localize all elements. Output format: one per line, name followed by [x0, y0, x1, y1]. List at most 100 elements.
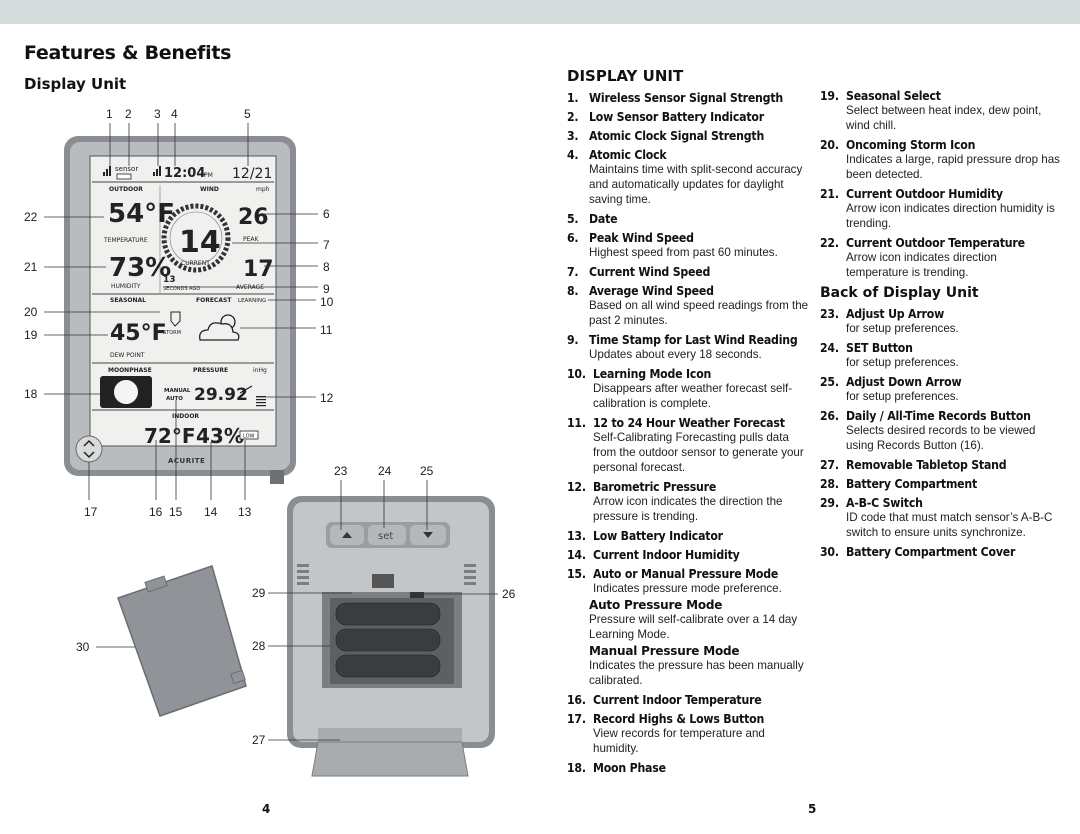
- up-down-arrows-icon: [83, 439, 95, 459]
- feature-number: 17.: [567, 712, 586, 726]
- feature-number: 4.: [567, 148, 579, 162]
- feature-number: 28.: [820, 477, 839, 491]
- callout-11: 11: [320, 323, 333, 337]
- lcd-humidity: HUMIDITY: [111, 283, 141, 290]
- feature-title: Time Stamp for Last Wind Reading: [589, 333, 798, 347]
- feature-description: Disappears after weather forecast self-c…: [593, 382, 793, 410]
- feature-description: for setup preferences.: [846, 322, 959, 335]
- feature-number: 15.: [567, 567, 586, 581]
- feature-item: 27.Removable Tabletop Stand: [820, 458, 1060, 472]
- feature-subtitle: Auto Pressure Mode: [589, 598, 723, 612]
- callout-19: 19: [24, 328, 38, 342]
- callout-27: 27: [252, 733, 266, 747]
- callout-5: 5: [244, 107, 251, 121]
- feature-number: 25.: [820, 375, 839, 389]
- callout-21: 21: [24, 260, 38, 274]
- feature-number: 8.: [567, 284, 579, 298]
- lcd-manual: MANUAL: [164, 388, 191, 394]
- feature-description: Highest speed from past 60 minutes.: [589, 246, 778, 259]
- feature-description: Select between heat index, dew point, wi…: [846, 104, 1042, 132]
- feature-description: Selects desired records to be viewed usi…: [846, 424, 1036, 452]
- lcd-auto: AUTO: [166, 396, 183, 402]
- set-button: [368, 525, 406, 545]
- feature-number: 10.: [567, 367, 586, 381]
- feature-title: Current Outdoor Temperature: [846, 236, 1025, 250]
- up-arrow-icon: [342, 532, 352, 538]
- lcd-average: AVERAGE: [236, 284, 264, 291]
- feature-number: 19.: [820, 89, 839, 103]
- callout-6: 6: [323, 207, 330, 221]
- feature-number: 5.: [567, 212, 579, 226]
- lcd-peak: PEAK: [243, 236, 260, 243]
- feature-item: 18.Moon Phase: [567, 761, 812, 775]
- display-unit-illustration: sensor 12:04 PM 12/21 OUTDOOR WIND mph 5…: [24, 107, 516, 777]
- callout-17: 17: [84, 505, 98, 519]
- feature-subtitle: Manual Pressure Mode: [589, 644, 740, 658]
- callout-14: 14: [204, 505, 218, 519]
- lcd-wind-average: 17: [243, 257, 274, 282]
- feature-description: for setup preferences.: [846, 390, 959, 403]
- moon-icon: [114, 380, 138, 404]
- lcd-low: LOW: [243, 434, 255, 440]
- lcd-moonphase: MOONPHASE: [108, 367, 152, 374]
- feature-item: 7.Current Wind Speed: [567, 265, 812, 279]
- feature-number: 13.: [567, 529, 586, 543]
- lcd-sensor: sensor: [115, 165, 138, 173]
- feature-title: A-B-C Switch: [846, 496, 923, 510]
- tabletop-stand: [311, 741, 469, 777]
- brand-logo: ACURITE: [168, 457, 205, 465]
- battery-compartment-cover: [117, 565, 247, 717]
- lcd-indoor: INDOOR: [172, 413, 199, 420]
- feature-title: Learning Mode Icon: [593, 367, 712, 381]
- sensor-battery-icon: [116, 173, 132, 180]
- feature-title: 12 to 24 Hour Weather Forecast: [593, 416, 785, 430]
- feature-item: 5.Date: [567, 212, 812, 226]
- feature-title: Battery Compartment Cover: [846, 545, 1016, 559]
- lcd-pressure: PRESSURE: [193, 367, 228, 374]
- feature-item: 28.Battery Compartment: [820, 477, 1060, 491]
- callout-3: 3: [154, 107, 161, 121]
- feature-number: 7.: [567, 265, 579, 279]
- callout-10: 10: [320, 295, 334, 309]
- callout-15: 15: [169, 505, 183, 519]
- feature-item: 1.Wireless Sensor Signal Strength: [567, 91, 812, 105]
- feature-number: 29.: [820, 496, 839, 510]
- feature-column-1: DISPLAY UNIT 1.Wireless Sensor Signal St…: [567, 67, 812, 780]
- feature-number: 11.: [567, 416, 586, 430]
- feature-number: 2.: [567, 110, 579, 124]
- callout-22: 22: [24, 210, 38, 224]
- feature-number: 1.: [567, 91, 579, 105]
- set-label: set: [378, 531, 393, 542]
- lcd-forecast: FORECAST: [196, 297, 232, 304]
- page-title: Features & Benefits: [24, 42, 232, 64]
- callout-4: 4: [171, 107, 178, 121]
- lcd-mph: mph: [256, 186, 270, 193]
- lcd-time: 12:04: [164, 166, 205, 181]
- low-battery-icon: [239, 430, 259, 440]
- feature-number: 3.: [567, 129, 579, 143]
- lcd-outdoor: OUTDOOR: [109, 186, 143, 193]
- feature-item: 2.Low Sensor Battery Indicator: [567, 110, 812, 124]
- feature-description: ID code that must match sensor’s A-B-C s…: [846, 511, 1053, 539]
- lcd-indoor-humidity: 43%: [196, 424, 244, 448]
- page-number-left: 4: [262, 802, 271, 816]
- lcd-temperature: TEMPERATURE: [103, 237, 148, 244]
- lcd-current: CURRENT: [181, 260, 210, 267]
- feature-number: 21.: [820, 187, 839, 201]
- feature-title: Daily / All-Time Records Button: [846, 409, 1031, 423]
- feature-title: Current Outdoor Humidity: [846, 187, 1003, 201]
- feature-item: 13.Low Battery Indicator: [567, 529, 812, 543]
- lcd-pressure-value: 29.92: [194, 385, 248, 405]
